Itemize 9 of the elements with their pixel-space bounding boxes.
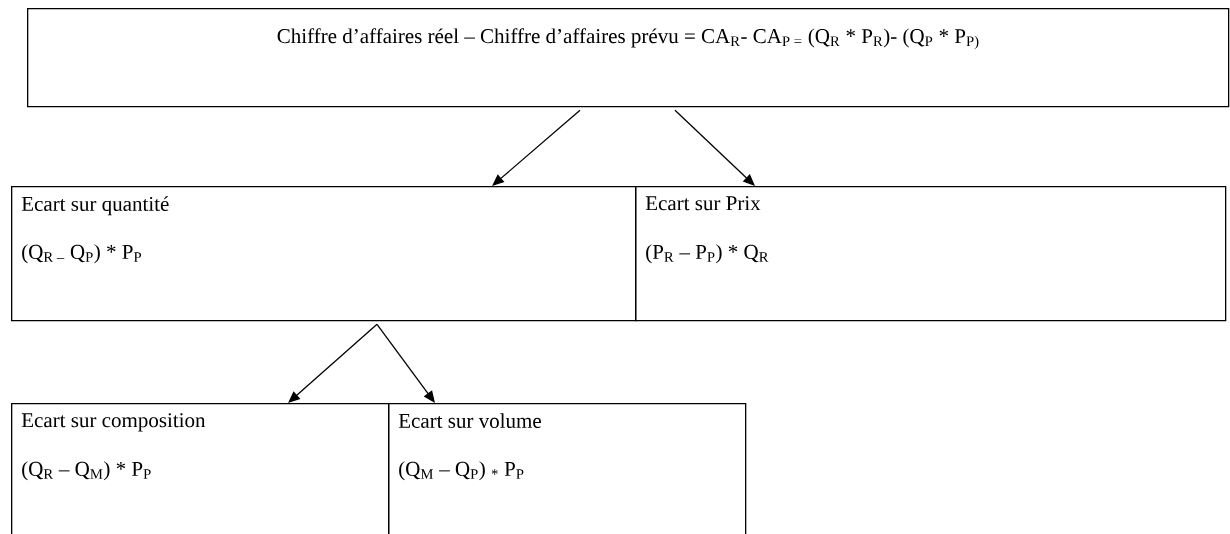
text-box: Ecart sur Prix (P$_{R}$ – P$_{P}$) * Q$_{R}$ [635, 186, 1227, 322]
text-box: Ecart sur volume (Q$_{M}$ – Q$_{P}$) $_{*}$ P$_{P}$ [388, 403, 747, 534]
arrow [492, 109, 581, 186]
arrow [674, 109, 755, 186]
text-box: Chiffre d’affaires réel – Chiffre d’affaires prévu = CA$_{R}$- CA$_{P =}$ (Q$_{R}$ * P$_{R}$)- (Q$_{P}$ * P$_{P)}$ [27, 8, 1230, 108]
arrow [376, 323, 435, 403]
text-box: Ecart sur quantité (Q$_{R –}$ Q$_{P}$) * P$_{P}$ [11, 186, 637, 322]
arrow [288, 323, 378, 403]
text-box: Ecart sur composition (Q$_{R}$ – Q$_{M}$) * P$_{P}$ [11, 403, 390, 534]
